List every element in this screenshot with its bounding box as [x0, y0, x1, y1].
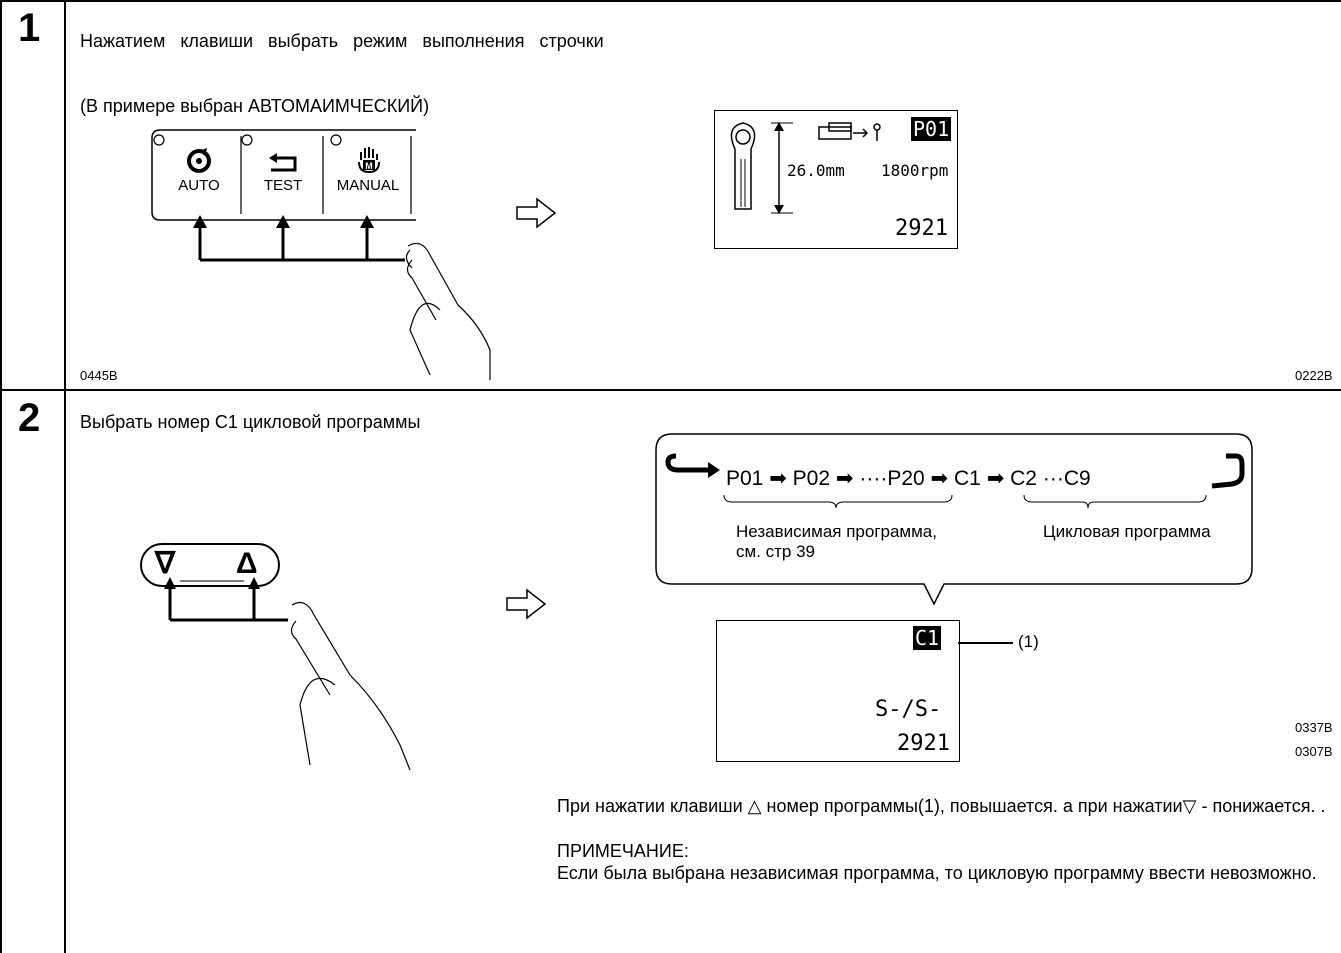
cycle-program-label: Цикловая программа — [1043, 522, 1211, 541]
step-1-program-number: P01 — [911, 117, 952, 141]
step-1-number: 1 — [18, 6, 41, 50]
step-2-lcd-display: C1 S-/S- 2921 — [716, 620, 960, 762]
test-button[interactable]: TEST — [245, 142, 321, 212]
down-key[interactable]: ∇ — [155, 547, 176, 580]
panel-outline — [151, 129, 416, 221]
sequence-item-p20: ····P20 — [859, 467, 925, 490]
independent-program-label: Независимая программа, см. стр 39 — [736, 522, 937, 561]
step-2-arrows-and-hand — [164, 577, 411, 771]
step-2-description: При нажатии клавиши △ номер программы(1)… — [557, 796, 1326, 816]
step-2-counter-value: 2921 — [897, 731, 950, 756]
program-sequence-bubble — [655, 433, 1253, 606]
stitch-counter-value: 2921 — [895, 216, 948, 241]
step-1-right-code: 0222B — [1295, 368, 1333, 383]
table-top-border — [0, 0, 1341, 2]
svg-text:M: M — [365, 161, 373, 171]
up-key[interactable]: Δ — [236, 547, 258, 580]
sewing-machine-to-needle-icon — [818, 122, 881, 141]
sequence-arrow-icon: ➡ — [835, 467, 854, 490]
callout-label: (1) — [1018, 632, 1039, 651]
note-text: Если была выбрана независимая программа,… — [557, 863, 1317, 883]
step-1-result-arrow-icon — [516, 197, 557, 229]
test-icon — [269, 153, 297, 172]
step-1-left-code: 0445B — [80, 368, 118, 383]
auto-icon — [187, 148, 211, 173]
note-label: ПРИМЕЧАНИЕ: — [557, 841, 689, 861]
cycle-line-value: S-/S- — [875, 697, 942, 722]
sequence-item-p01: P01 — [726, 467, 764, 490]
buttonhole-shape-icon — [730, 122, 793, 214]
program-c1-badge: C1 — [913, 626, 942, 650]
table-left-border — [0, 0, 2, 953]
manual-hand-icon: M — [358, 147, 380, 174]
callout-line — [958, 642, 1013, 644]
auto-button-label: AUTO — [178, 177, 220, 194]
column-divider — [64, 0, 66, 953]
program-p01-badge: P01 — [911, 117, 952, 141]
manual-button[interactable]: M MANUAL — [325, 142, 411, 212]
up-down-key-panel — [140, 543, 280, 587]
sequence-arrow-icon: ➡ — [986, 467, 1005, 490]
step-1-instruction: Нажатием клавиши выбрать режим выполнени… — [80, 31, 604, 51]
step-2-code-a: 0337B — [1295, 720, 1333, 735]
step-1-arrows-and-hand — [193, 215, 491, 380]
sequence-arrow-icon: ➡ — [930, 467, 949, 490]
sequence-item-p02: P02 — [792, 467, 831, 490]
sequence-item-c1: C1 — [953, 467, 981, 490]
sewing-speed-value: 1800rpm — [881, 161, 949, 180]
test-button-label: TEST — [263, 177, 303, 194]
mode-control-panel: AUTO TEST M MANUAL — [150, 128, 420, 223]
row-divider — [0, 389, 1341, 391]
sequence-arrow-icon: ➡ — [769, 467, 787, 490]
step-2-program-number: C1 — [913, 626, 942, 650]
step-1-lcd-display: P01 26.0mm 1800rpm 2921 — [714, 110, 958, 249]
sequence-item-c9: ···C9 — [1042, 467, 1091, 490]
step-2-instruction: Выбрать номер С1 цикловой программы — [80, 412, 421, 432]
manual-button-label: MANUAL — [336, 177, 400, 194]
sequence-item-c2: C2 — [1010, 467, 1037, 490]
step-2-code-b: 0307B — [1295, 744, 1333, 759]
step-2-number: 2 — [18, 396, 41, 440]
program-sequence: P01 ➡ P02 ➡ ····P20 ➡ C1 ➡ C2 ···C9 — [726, 466, 1091, 491]
step-1-example-note: (В примере выбран АВТОМАИМЧЕСКИЙ) — [80, 96, 430, 116]
stitch-length-value: 26.0mm — [787, 161, 845, 180]
step-2-result-arrow-icon — [506, 588, 547, 620]
auto-button[interactable]: AUTO — [160, 142, 238, 212]
